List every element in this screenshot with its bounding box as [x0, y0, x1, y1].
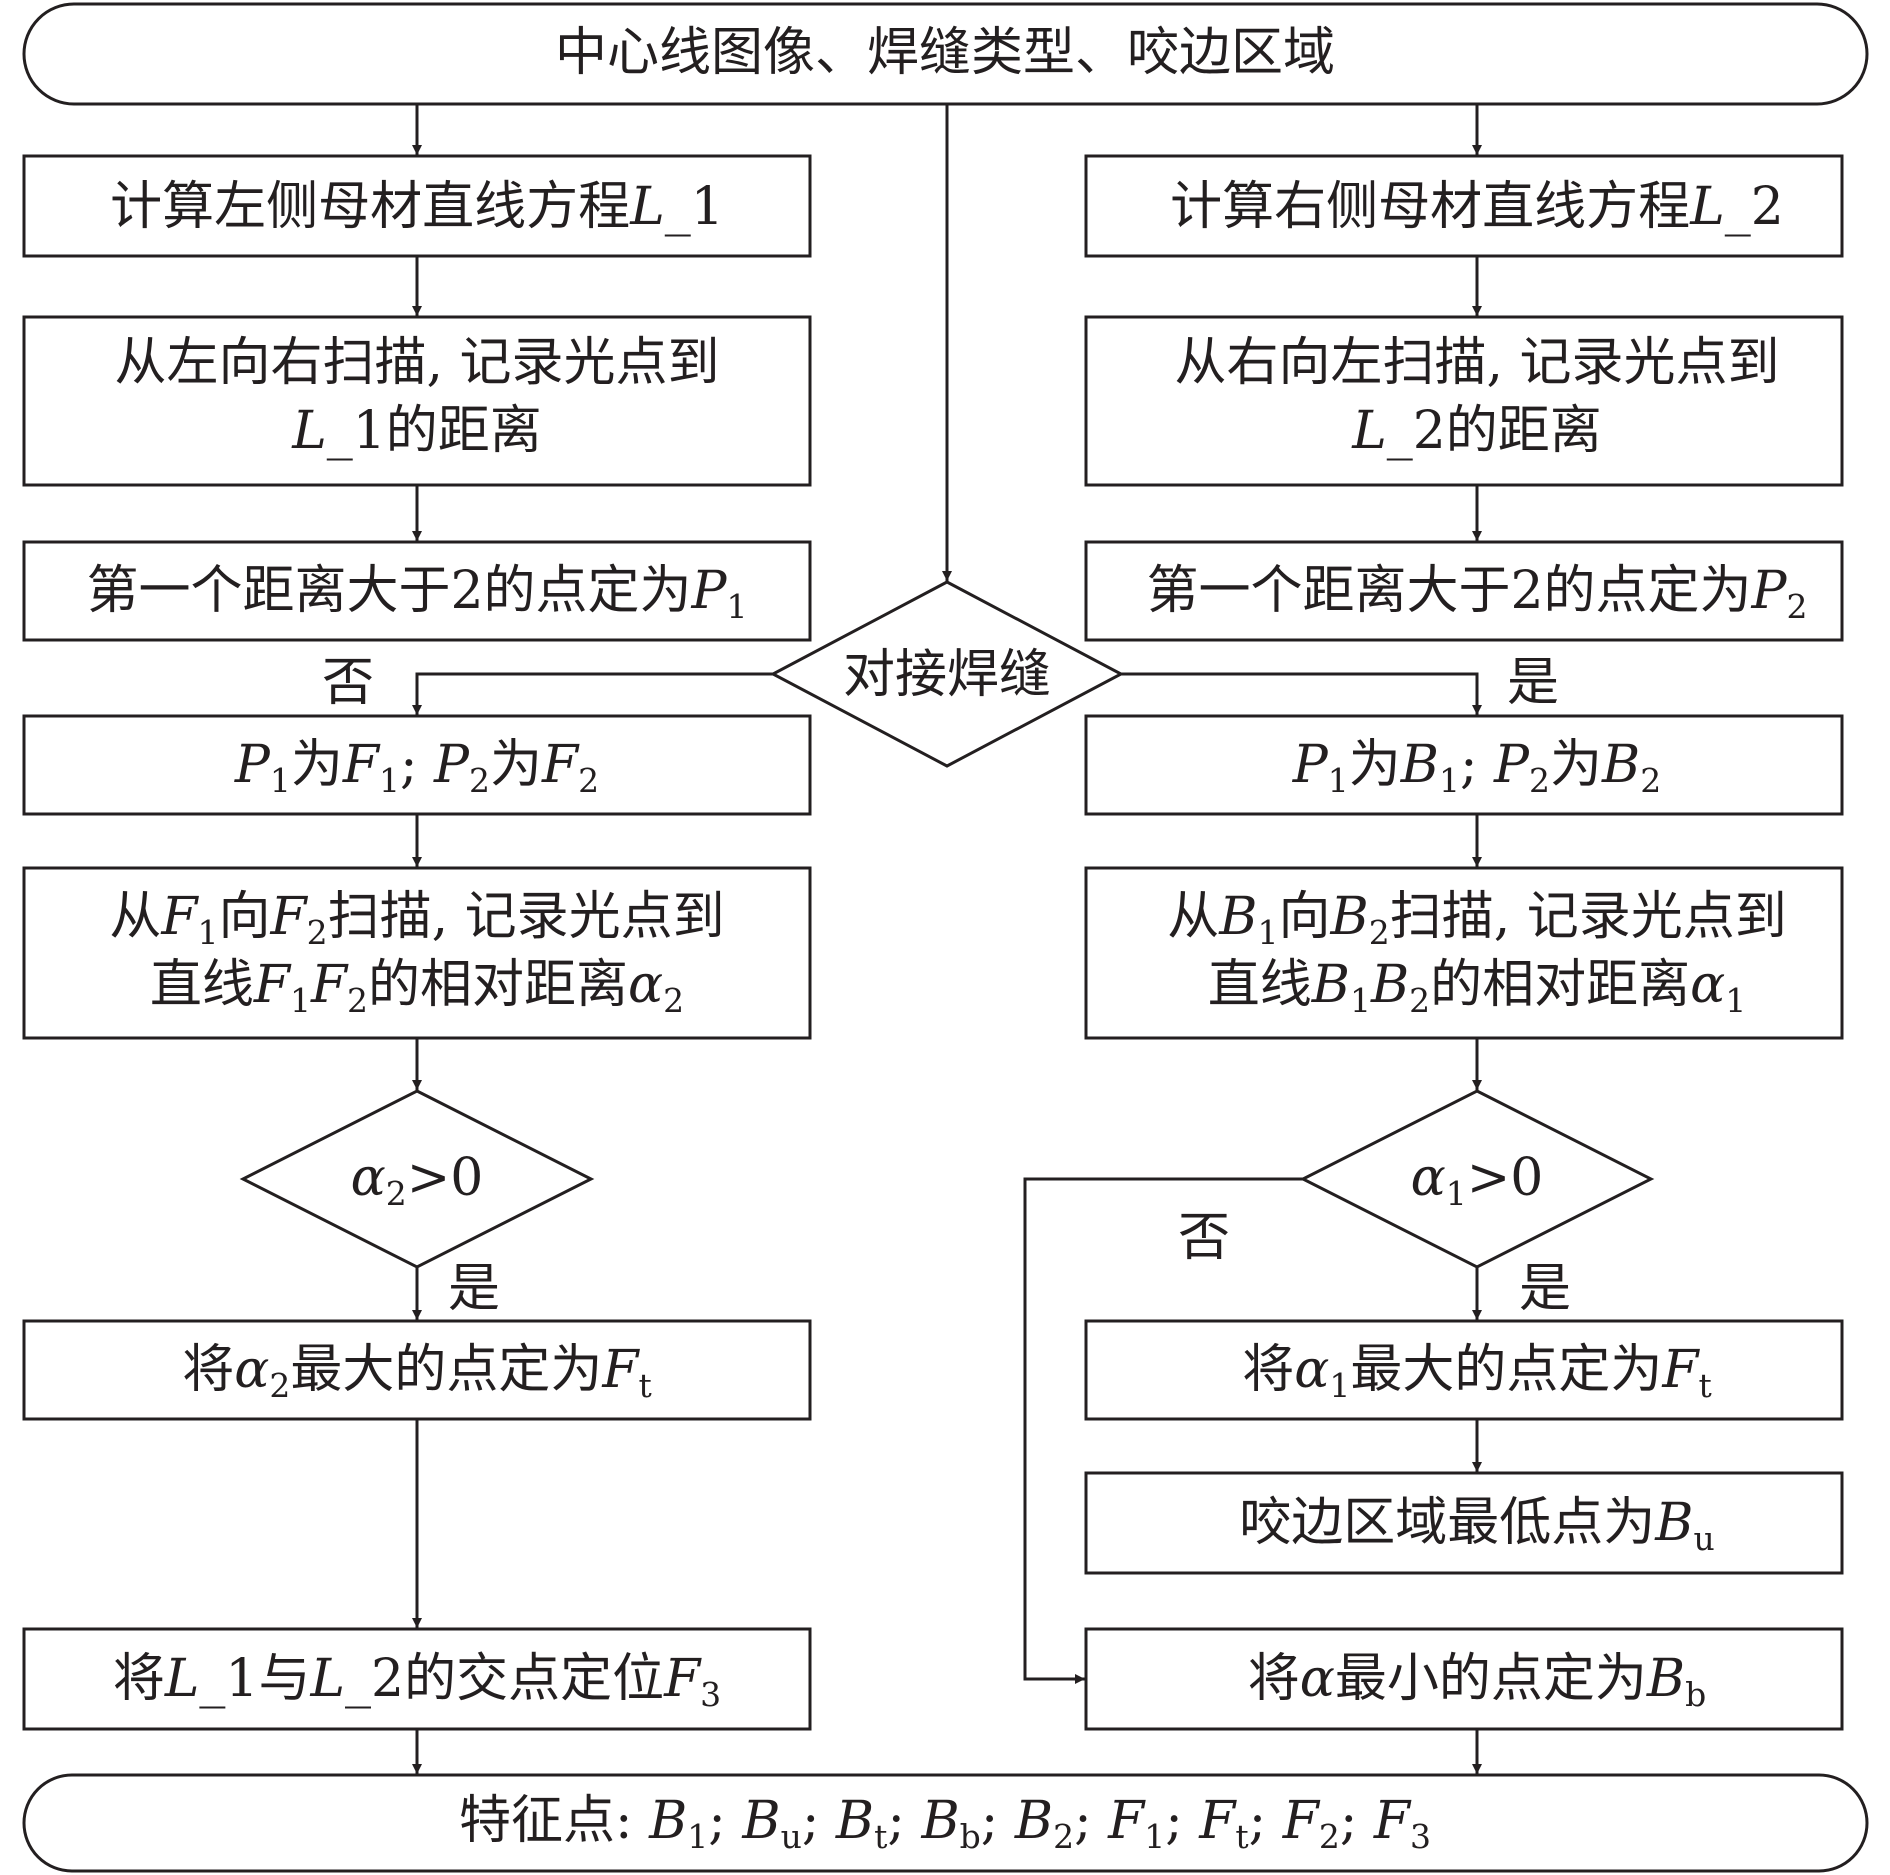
right-scan-b-box — [1084, 866, 1844, 1040]
arrow-right-no — [1023, 1177, 1303, 1684]
left-calc-line-label: 计算左侧母材直线方程L_1 — [110, 177, 724, 237]
left-scan-f-label-2: 直线F1F2的相对距离α2 — [150, 955, 684, 1020]
start-terminal-label: 中心线图像、焊缝类型、咬边区域 — [555, 23, 1335, 83]
left-assign-label: P1为F1; P2为F2 — [234, 735, 599, 800]
left-intersection-label: 将L_1与L_2的交点定位F3 — [113, 1649, 721, 1714]
right-undercut-label: 咬边区域最低点为Bu — [1239, 1493, 1715, 1558]
right-assign-label: P1为B1; P2为B2 — [1292, 735, 1662, 800]
right-scan-label-2: L_2的距离 — [1351, 401, 1602, 461]
left-first-point-label: 第一个距离大于2的点定为P1 — [86, 561, 747, 626]
right-scan-label-1: 从右向左扫描, 记录光点到 — [1174, 333, 1779, 393]
center-decision-yes-label: 是 — [1507, 653, 1559, 713]
left-decision-label: α2>0 — [351, 1148, 484, 1213]
right-assign-box — [1084, 714, 1844, 816]
right-decision-label: α1>0 — [1411, 1148, 1544, 1213]
end-terminal-label: 特征点: B1; Bu; Bt; Bb; B2; F1; Ft; F2; F3 — [459, 1791, 1431, 1856]
right-first-point-label: 第一个距离大于2的点定为P2 — [1146, 561, 1807, 626]
center-decision-label: 对接焊缝 — [843, 645, 1051, 705]
right-scan-b-label-2: 直线B1B2的相对距离α1 — [1208, 955, 1747, 1020]
right-max-point-label: 将α1最大的点定为Ft — [1242, 1340, 1712, 1405]
left-max-point-label: 将α2最大的点定为Ft — [182, 1340, 652, 1405]
left-scan-f-box — [22, 866, 812, 1040]
center-decision-diamond — [769, 580, 1125, 768]
left-decision-yes-label: 是 — [448, 1259, 500, 1319]
right-undercut-box — [1084, 1471, 1844, 1575]
right-scan-b-label-1: 从B1向B2扫描, 记录光点到 — [1167, 887, 1787, 952]
left-scan-label-1: 从左向右扫描, 记录光点到 — [114, 333, 719, 393]
arrow-center-yes — [1121, 672, 1482, 715]
right-min-point-label: 将α最小的点定为Bb — [1248, 1649, 1707, 1714]
left-scan-f-label-1: 从F1向F2扫描, 记录光点到 — [109, 887, 724, 952]
right-decision-no-label: 否 — [1178, 1208, 1230, 1268]
end-terminal — [22, 1773, 1869, 1873]
left-assign-box — [22, 714, 812, 816]
left-scan-label-2: L_1的距离 — [291, 401, 542, 461]
left-scan-box — [22, 315, 812, 487]
right-first-point-box — [1084, 540, 1844, 642]
right-min-point-box — [1084, 1627, 1844, 1731]
left-first-point-box — [22, 540, 812, 642]
left-intersection-box — [22, 1627, 812, 1731]
arrow-center-no — [412, 672, 773, 715]
center-decision-no-label: 否 — [322, 653, 374, 713]
right-calc-line-box — [1084, 154, 1844, 258]
left-max-point-box — [22, 1319, 812, 1421]
right-scan-box — [1084, 315, 1844, 487]
right-calc-line-label: 计算右侧母材直线方程L_2 — [1170, 177, 1784, 237]
right-max-point-box — [1084, 1319, 1844, 1421]
right-decision-yes-label: 是 — [1519, 1259, 1571, 1319]
